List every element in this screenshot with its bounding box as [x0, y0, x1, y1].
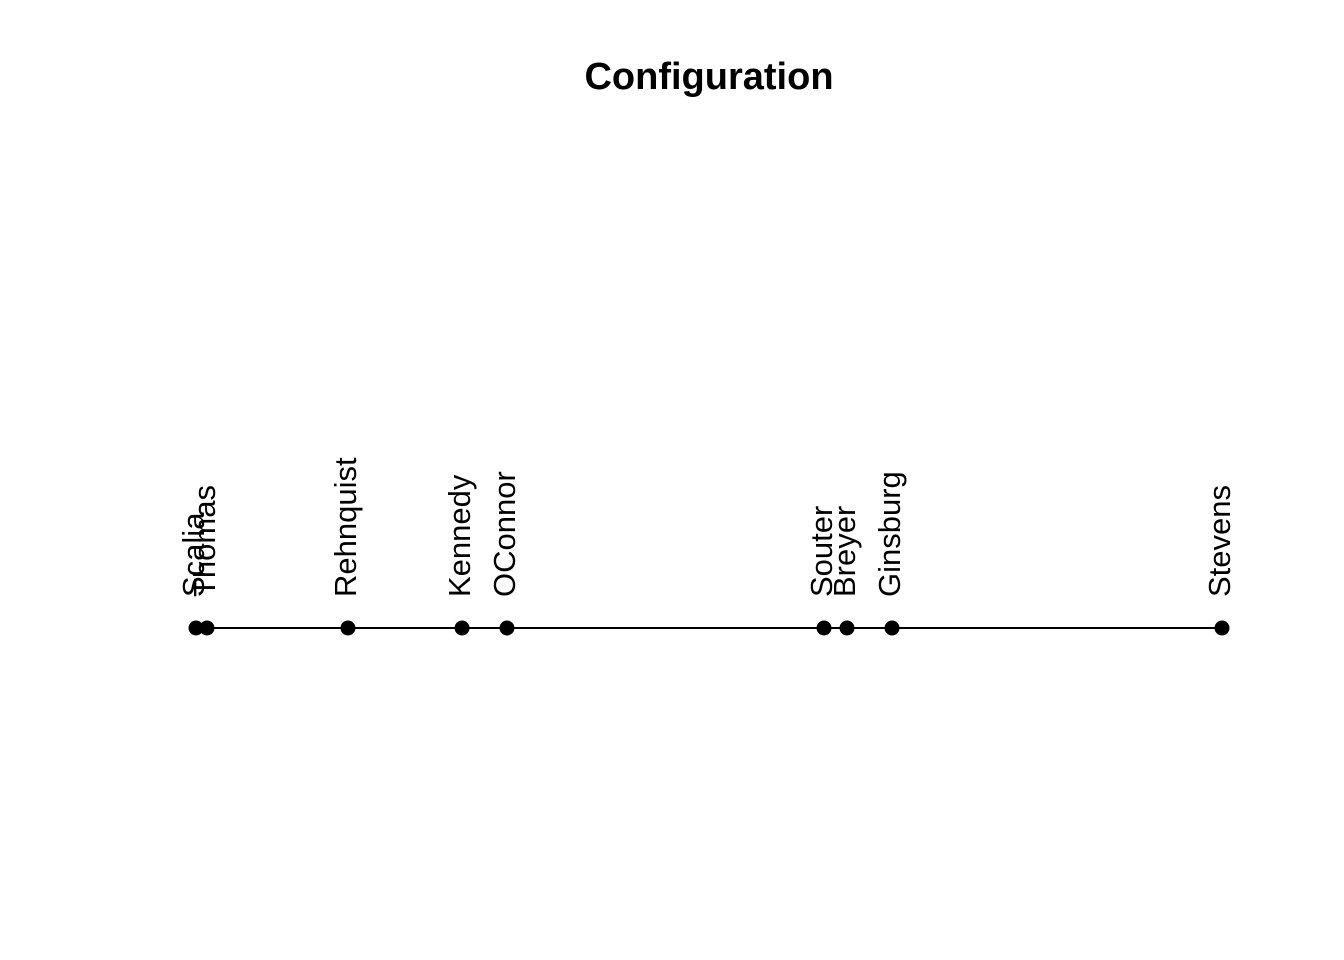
point-label: Ginsburg: [872, 471, 907, 597]
data-point: [454, 620, 470, 636]
point-label: Scalia: [176, 512, 211, 597]
point-label: Thomas: [187, 485, 222, 597]
data-point: [1214, 620, 1230, 636]
data-point: [884, 620, 900, 636]
point-label: Stevens: [1202, 485, 1237, 597]
point-label: Souter: [804, 506, 839, 597]
data-point: [839, 620, 855, 636]
data-point: [816, 620, 832, 636]
point-label: OConnor: [487, 471, 522, 597]
data-point: [188, 620, 204, 636]
point-label: Kennedy: [442, 474, 477, 597]
chart-title: Configuration: [584, 56, 834, 98]
point-label: Breyer: [827, 506, 862, 597]
data-point: [340, 620, 356, 636]
data-point: [199, 620, 215, 636]
data-point: [499, 620, 515, 636]
point-label: Rehnquist: [328, 457, 363, 597]
